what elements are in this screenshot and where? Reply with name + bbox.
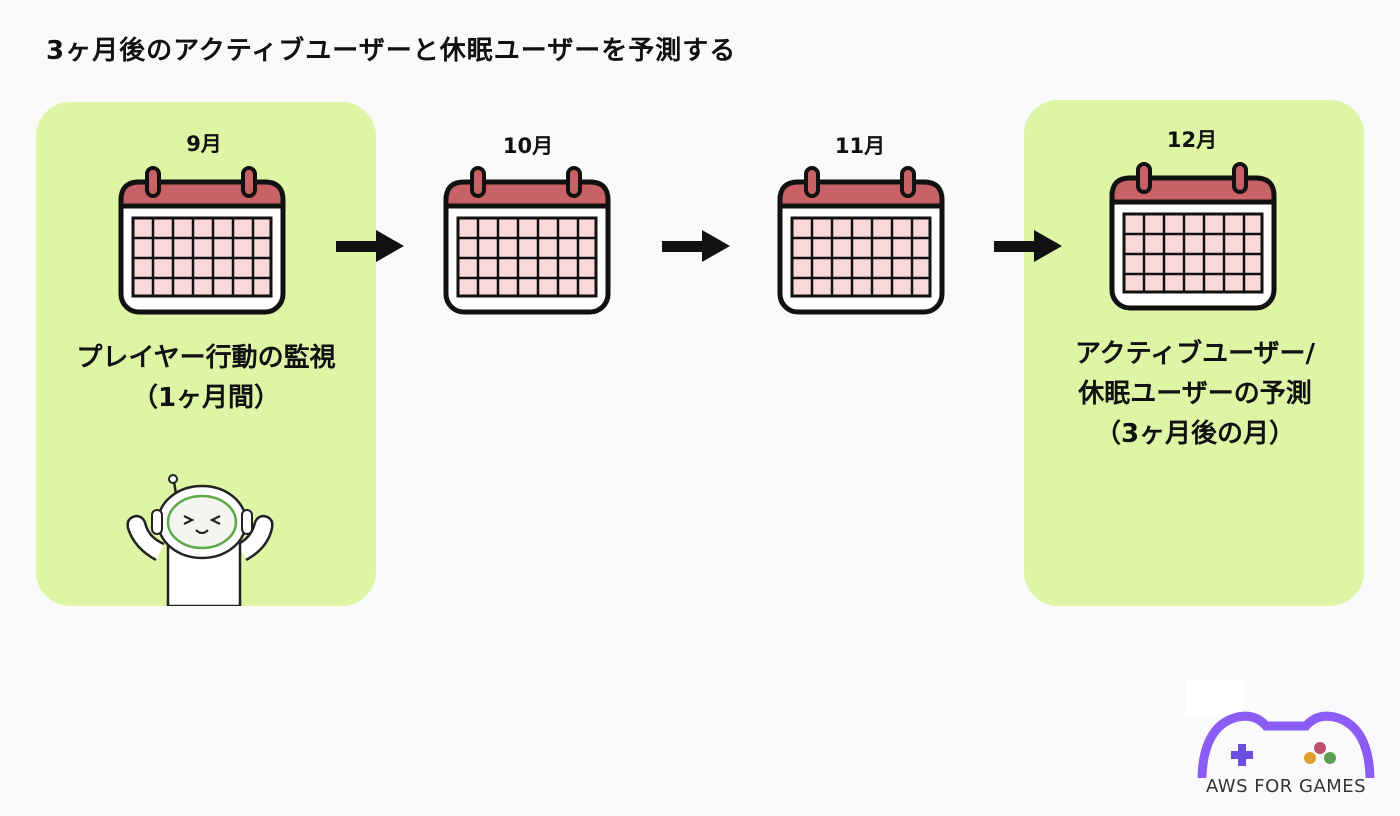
logo-text: AWS FOR GAMES (1205, 776, 1367, 797)
calendar-icon (118, 166, 286, 315)
arrow-right-icon (994, 230, 1062, 262)
arrow-right-icon (662, 230, 730, 262)
month-label-sep: 9月 (186, 132, 222, 156)
caption-predict-line-2: 休眠ユーザーの予測 (1078, 379, 1312, 409)
gamepad-icon (1197, 711, 1375, 778)
calendar-icon (443, 166, 611, 315)
caption-predict-line-1: アクティブユーザー/ (1074, 339, 1316, 369)
month-label-oct: 10月 (502, 134, 554, 158)
logo-background-patch (1186, 680, 1244, 716)
calendar-icon (1109, 162, 1277, 311)
arrow-right-icon (336, 230, 404, 262)
caption-predict-line-3: （3ヶ月後の月） (1094, 419, 1296, 449)
calendar-icon (777, 166, 945, 315)
robot-mascot-icon (126, 474, 274, 606)
aws-for-games-logo: AWS FOR GAMES (1186, 680, 1376, 800)
caption-monitor: プレイヤー行動の監視 （1ヶ月間） (46, 338, 366, 418)
caption-monitor-line-2: （1ヶ月間） (131, 383, 281, 413)
month-label-dec: 12月 (1166, 128, 1218, 152)
month-label-nov: 11月 (834, 134, 886, 158)
page-title: 3ヶ月後のアクティブユーザーと休眠ユーザーを予測する (46, 36, 737, 66)
caption-monitor-line-1: プレイヤー行動の監視 (76, 343, 336, 373)
caption-predict: アクティブユーザー/ 休眠ユーザーの予測 （3ヶ月後の月） (1030, 334, 1360, 454)
